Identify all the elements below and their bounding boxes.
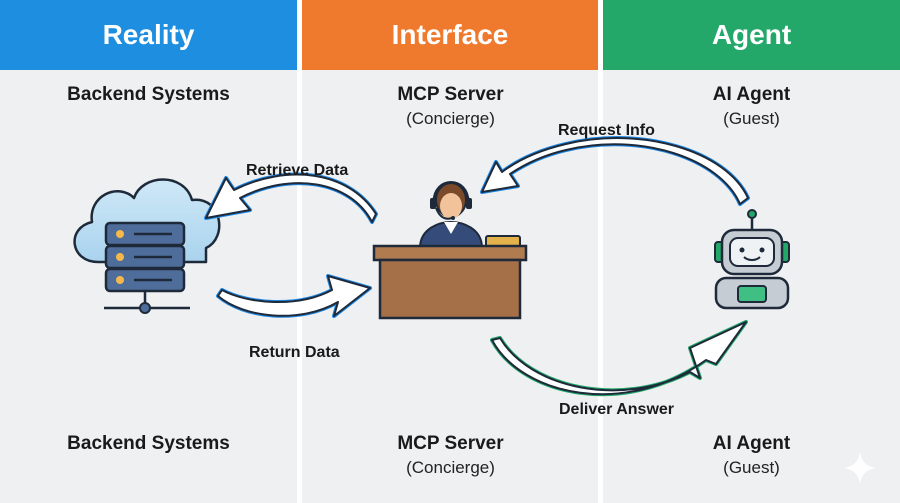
mcp-name-bottom: MCP Server (397, 433, 504, 454)
server-cloud-icon (73, 178, 221, 314)
agent-header: Agent (603, 0, 900, 70)
backend-label-top: Backend Systems (0, 84, 297, 106)
reality-column: Reality (0, 0, 297, 503)
backend-name-top: Backend Systems (67, 84, 230, 105)
interface-header: Interface (302, 0, 598, 70)
concierge-icon (372, 181, 528, 320)
agent-name-top: AI Agent (712, 84, 791, 105)
retrieve-data-label: Retrieve Data (246, 162, 349, 179)
request-info-arrow (480, 136, 750, 206)
return-data-label: Return Data (249, 344, 340, 361)
request-info-label: Request Info (558, 122, 655, 139)
agent-label-bottom: AI Agent (Guest) (603, 433, 900, 478)
agent-label-top: AI Agent (Guest) (603, 84, 900, 129)
mcp-role-top: (Concierge) (406, 109, 495, 128)
mcp-name-top: MCP Server (397, 84, 504, 105)
mcp-label-bottom: MCP Server (Concierge) (302, 433, 599, 478)
mcp-label-top: MCP Server (Concierge) (302, 84, 599, 129)
reality-header: Reality (0, 0, 297, 70)
robot-icon (714, 209, 790, 310)
deliver-answer-label: Deliver Answer (559, 401, 675, 418)
deliver-answer-arrow (490, 320, 748, 397)
mcp-role-bottom: (Concierge) (406, 458, 495, 477)
sparkle-icon (844, 452, 876, 484)
interface-column: Interface (302, 0, 598, 503)
agent-role-top: (Guest) (723, 109, 780, 128)
agent-name-bottom: AI Agent (712, 433, 791, 454)
backend-label-bottom: Backend Systems (0, 433, 297, 455)
retrieve-data-arrow (204, 172, 378, 224)
return-data-arrow (216, 274, 372, 318)
backend-name-bottom: Backend Systems (67, 433, 230, 454)
agent-role-bottom: (Guest) (723, 458, 780, 477)
